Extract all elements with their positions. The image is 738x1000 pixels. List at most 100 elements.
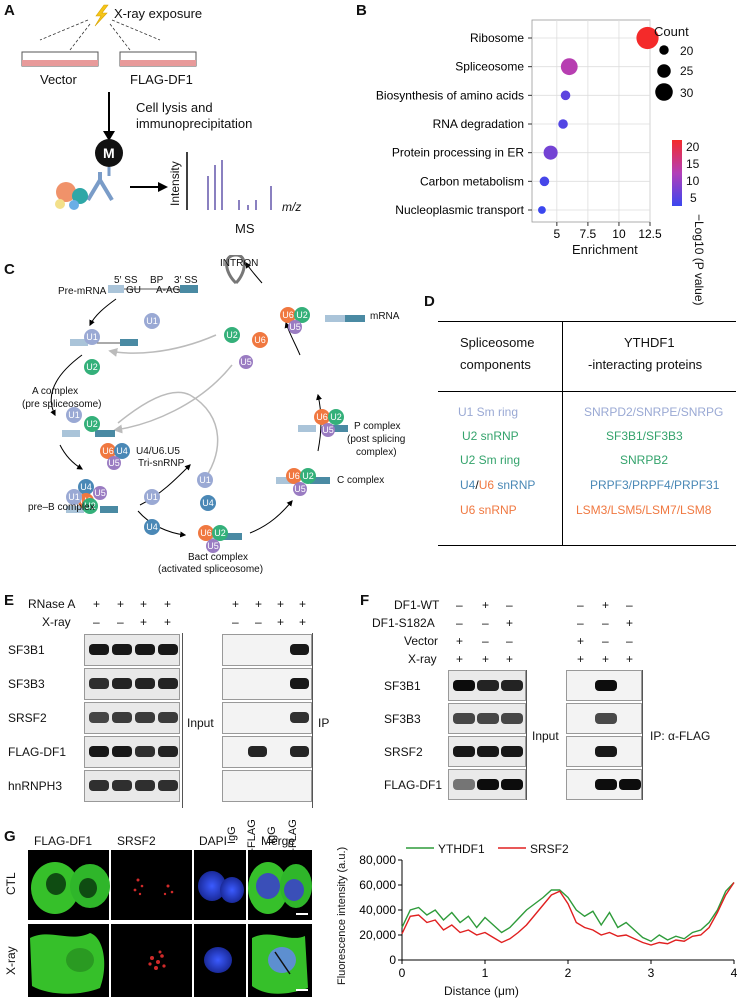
sign-cell: + — [299, 597, 307, 611]
svg-text:U1: U1 — [68, 492, 80, 502]
microscopy-image-grid — [28, 850, 312, 997]
svg-text:U6: U6 — [254, 335, 266, 345]
x-tick-label: 2 — [565, 966, 572, 980]
category-label: Biosynthesis of amino acids — [376, 88, 524, 102]
sign-cell: – — [506, 598, 513, 612]
input-label-e: Input — [187, 716, 214, 730]
svg-text:U2: U2 — [302, 471, 314, 481]
blot-strip-ip — [222, 634, 312, 666]
x-tick-label: 1 — [482, 966, 489, 980]
blot-band — [158, 746, 178, 757]
ms-peaks — [207, 160, 272, 210]
svg-text:U2: U2 — [330, 412, 342, 422]
blot-band — [135, 780, 155, 791]
x-tick-label: 12.5 — [638, 227, 662, 241]
y-tick-label: 0 — [389, 953, 396, 967]
svg-text:U6: U6 — [288, 471, 300, 481]
panel-label-b: B — [356, 2, 367, 19]
blot-strip-ip — [222, 702, 312, 734]
blot-band — [595, 713, 617, 724]
lightning-icon — [94, 4, 109, 27]
color-tick-15: 15 — [686, 157, 700, 171]
svg-text:U4: U4 — [116, 446, 128, 456]
blot-row-label: SF3B1 — [384, 679, 421, 693]
blot-band — [248, 746, 267, 757]
xray-exposure-label: X-ray exposure — [114, 6, 203, 21]
dot-point — [539, 176, 550, 187]
table-row-right: SNRPB2 — [620, 453, 669, 467]
dot-point — [560, 58, 578, 76]
table-row-left: U2 snRNP — [462, 429, 519, 443]
ss3-label: 3′ SS — [174, 275, 198, 286]
sign-cell: + — [482, 652, 490, 666]
x-tick-label: 3 — [648, 966, 655, 980]
sign-cell: – — [117, 615, 124, 629]
sign-cell: + — [577, 634, 585, 648]
xray-label-e: X-ray — [42, 615, 71, 629]
blot-band — [89, 780, 109, 791]
color-legend-title: −Log10 (P value) — [692, 214, 706, 306]
table-header-left-1: Spliceosome — [460, 335, 535, 350]
blot-band — [158, 780, 178, 791]
svg-text:U2: U2 — [84, 501, 96, 511]
table-row-right: SNRPD2/SNRPE/SNRPG — [584, 405, 724, 419]
blot-strip-ip — [222, 736, 312, 768]
blot-band — [501, 713, 523, 724]
category-label: Ribosome — [470, 31, 524, 45]
table-header-left-2: components — [460, 357, 531, 372]
blot-band — [112, 644, 132, 655]
flag-dish — [119, 51, 197, 67]
color-tick-20: 20 — [686, 140, 700, 154]
dot-point — [538, 206, 546, 214]
table-header-right-2: -interacting proteins — [588, 357, 703, 372]
blot-band — [619, 779, 641, 790]
p-complex-label-2: (post splicing — [347, 434, 406, 445]
table-row-left: U4/U6 snRNP — [460, 478, 536, 492]
rnase-label: RNase A — [28, 597, 76, 611]
svg-text:U4: U4 — [146, 522, 158, 532]
blot-band — [112, 678, 132, 689]
sign-cell: + — [164, 597, 172, 611]
x-tick-label: 10 — [612, 227, 626, 241]
blot-row-label: SF3B3 — [8, 677, 45, 691]
blot-strip-input — [84, 770, 180, 802]
sign-cell: + — [117, 597, 125, 611]
table-row-right: SF3B1/SF3B3 — [606, 429, 683, 443]
blot-band — [453, 779, 475, 790]
blot-band — [158, 644, 178, 655]
blot-row-label: SF3B1 — [8, 643, 45, 657]
blot-band — [112, 746, 132, 757]
blot-row-label: hnRNPH3 — [8, 779, 63, 793]
category-label: Spliceosome — [455, 60, 524, 74]
blot-strip-ip — [566, 670, 642, 701]
blot-strip-ip — [222, 770, 312, 802]
blot-band — [290, 678, 309, 689]
svg-text:U5: U5 — [207, 541, 219, 551]
sign-cell: + — [602, 652, 610, 666]
blot-band — [477, 713, 499, 724]
color-tick-10: 10 — [686, 174, 700, 188]
sign-cell: – — [93, 615, 100, 629]
tri-snrnp-label-2: Tri-snRNP — [138, 458, 185, 469]
blot-band — [501, 779, 523, 790]
x-axis-label-b: Enrichment — [572, 242, 638, 257]
dot-point — [558, 119, 568, 129]
blot-band — [158, 678, 178, 689]
blot-band — [595, 779, 617, 790]
blot-row-label: SF3B3 — [384, 712, 421, 726]
c-complex-label: C complex — [337, 475, 385, 486]
flag-df1-label: FLAG-DF1 — [130, 72, 193, 87]
sign-cell: – — [602, 634, 609, 648]
blot-band — [290, 746, 309, 757]
table-row-right: PRPF3/PRPF4/PRPF31 — [590, 478, 720, 492]
y-tick-label: 80,000 — [359, 853, 396, 867]
blot-strip-ip — [566, 703, 642, 734]
sign-cell: – — [602, 616, 609, 630]
sign-cell: + — [232, 597, 240, 611]
blot-row-label: FLAG-DF1 — [8, 745, 67, 759]
sign-cell: + — [299, 615, 307, 629]
mrna-label: mRNA — [370, 311, 400, 322]
bact-complex-label: Bact complex — [188, 552, 249, 563]
